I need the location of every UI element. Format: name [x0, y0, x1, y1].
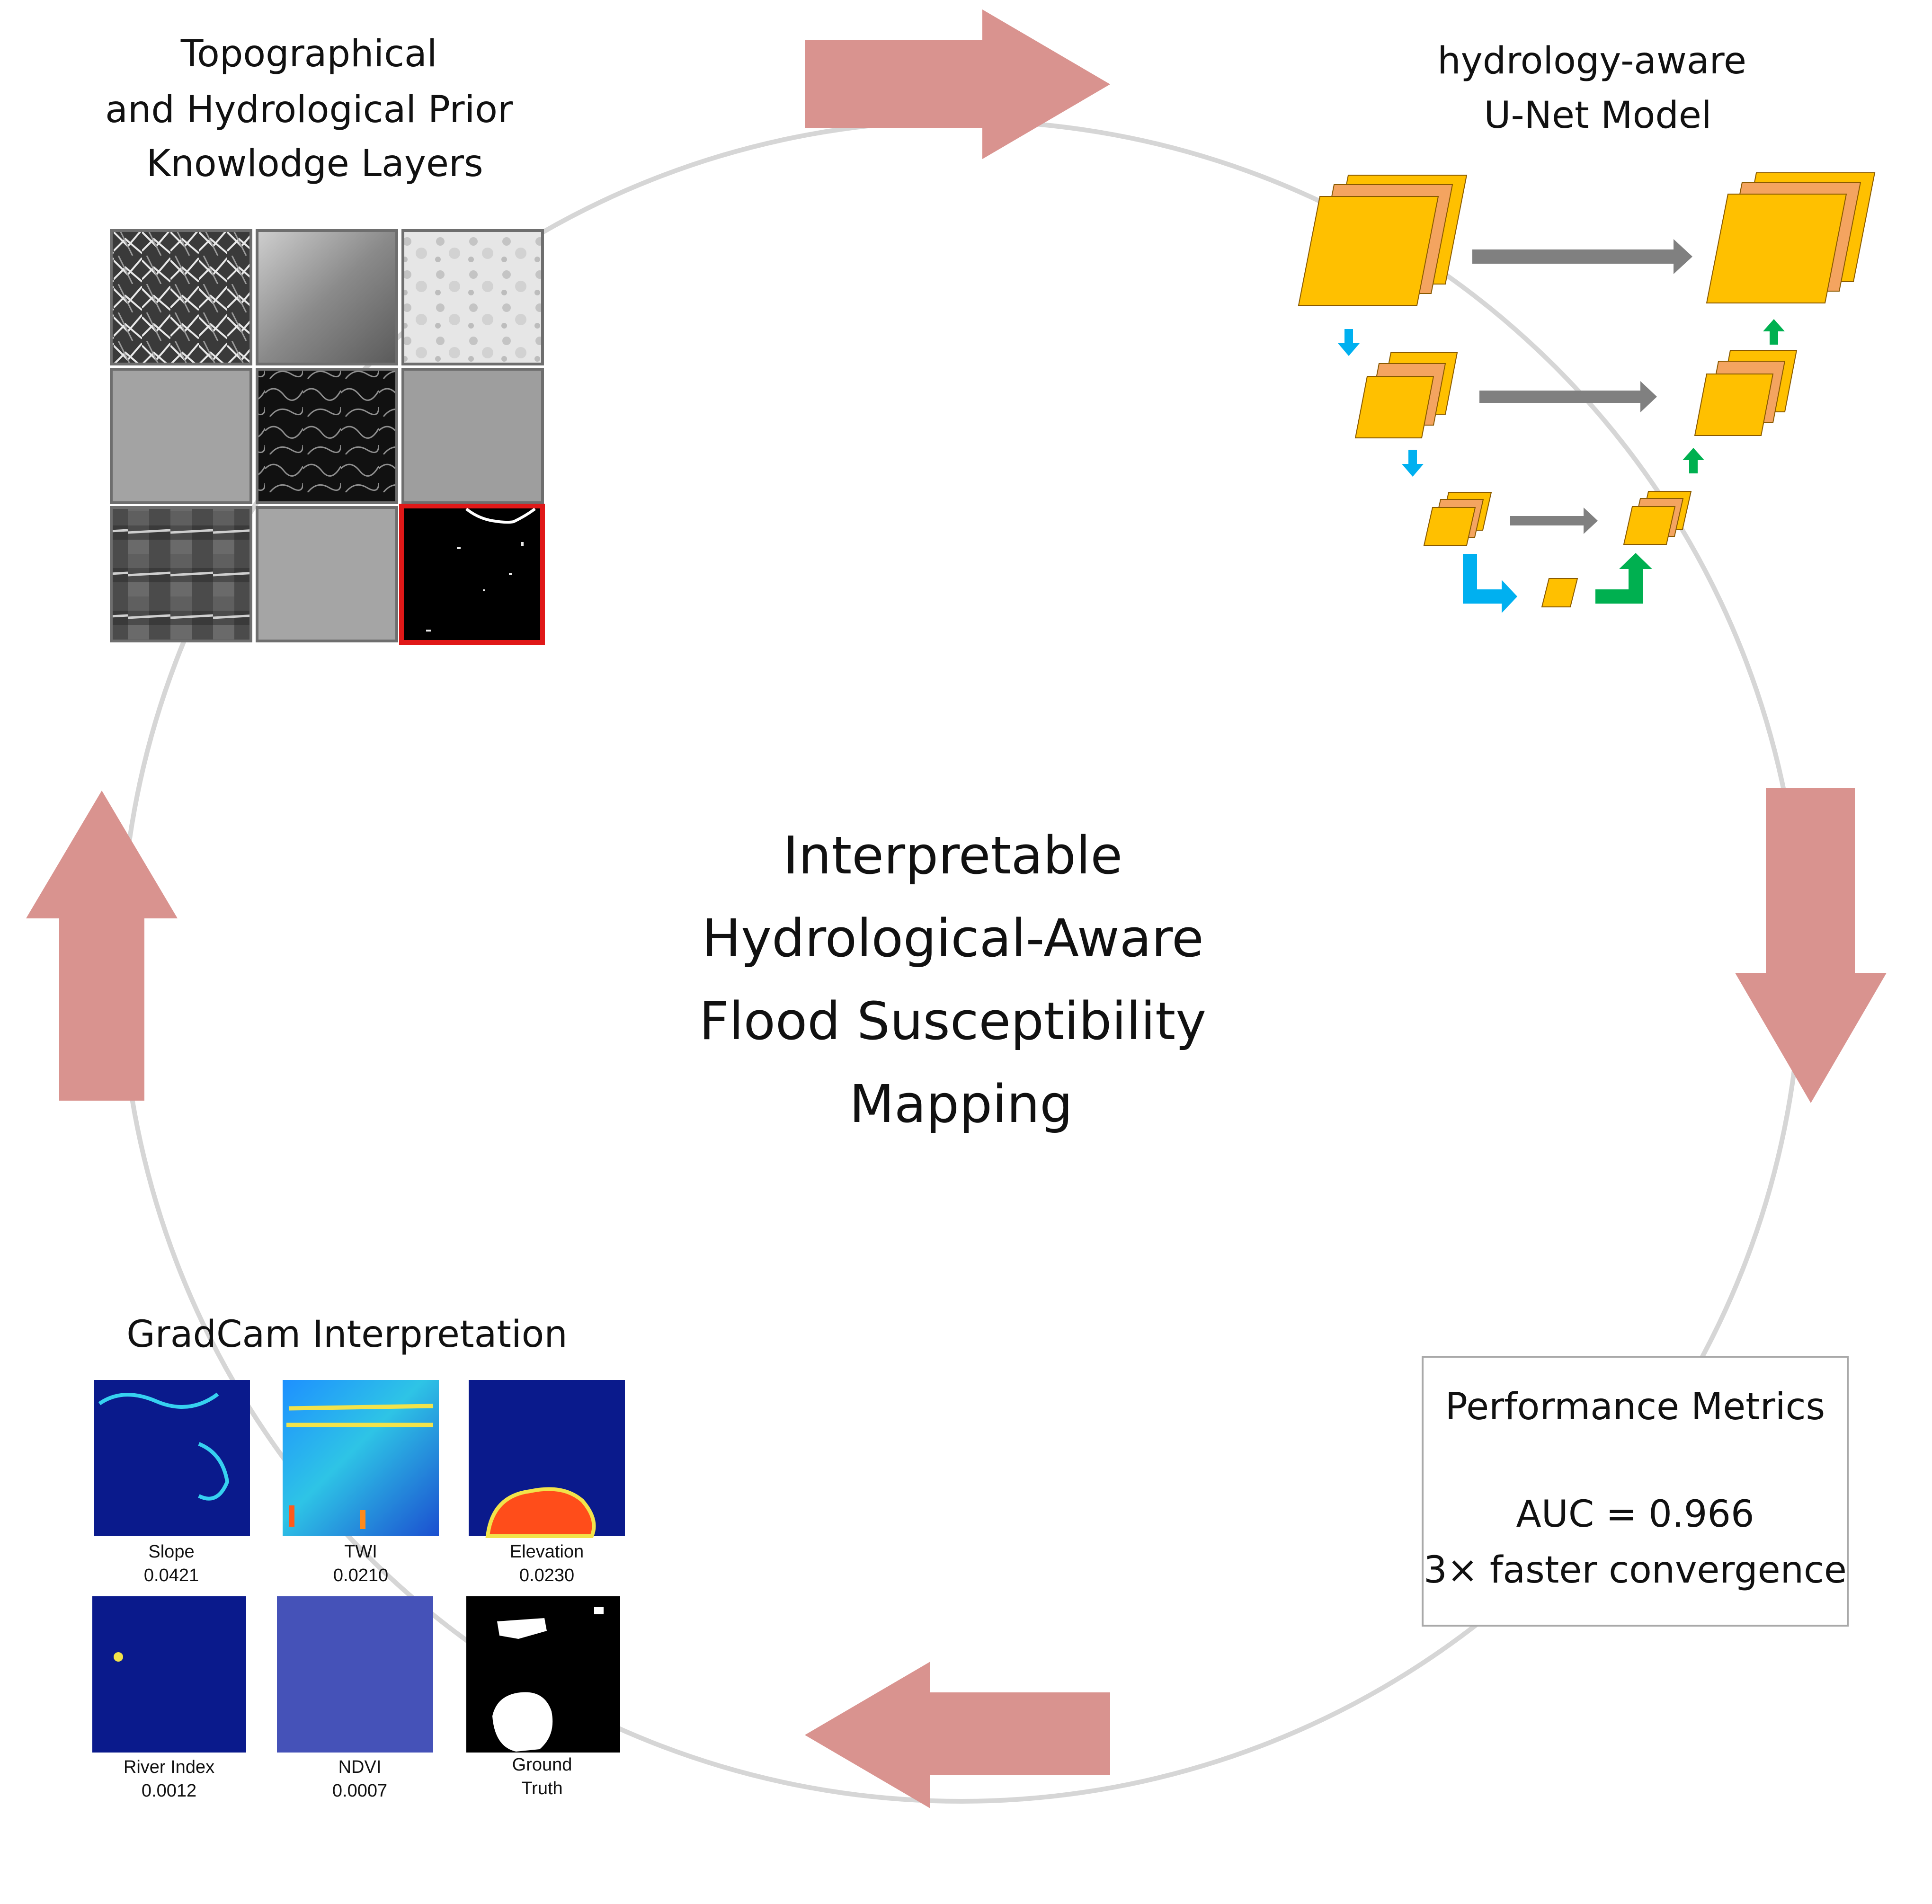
layer-tile-spi — [256, 506, 398, 642]
skip-connection-arrow — [1472, 239, 1692, 274]
gradcam-map-slope — [94, 1380, 250, 1536]
encoder-block — [1354, 376, 1434, 438]
prior-knowledge-title: Topographical and Hydrological Prior Kno… — [105, 33, 525, 185]
center-title: Interpretable Hydrological-Aware Flood S… — [699, 825, 1223, 1134]
bottleneck-block — [1541, 578, 1578, 607]
layer-tile-roughness — [401, 229, 544, 365]
decoder-block — [1623, 506, 1676, 545]
layer-tile-elevation — [256, 229, 398, 365]
prior-knowledge-title-line: and Hydrological Prior — [105, 89, 513, 131]
cycle-arrow-bottom — [805, 1662, 1110, 1808]
gradcam-hotspot — [286, 1404, 434, 1427]
gradcam-label-name: Ground — [512, 1755, 572, 1775]
layer-tile-aspect — [401, 368, 544, 504]
upsample-arrow — [1763, 319, 1785, 345]
gradcam-label-name: River Index — [124, 1757, 214, 1777]
gradcam-label-name: Slope — [148, 1542, 194, 1562]
gradcam-label-score: 0.0230 — [519, 1566, 574, 1585]
downsample-arrow — [1338, 329, 1360, 356]
layer-tile-landcover — [110, 506, 252, 642]
prior-knowledge-panel: Topographical and Hydrological Prior Kno… — [105, 33, 545, 645]
gradcam-map-ndvi — [277, 1596, 433, 1753]
river-line — [465, 507, 536, 524]
cycle-arrow-left — [26, 791, 178, 1101]
gradcam-hotspot — [289, 1505, 294, 1527]
ground-truth-flood-area — [594, 1607, 604, 1614]
metrics-box — [1422, 1356, 1849, 1627]
metrics-title: Performance Metrics — [1445, 1386, 1825, 1428]
gradcam-hotspot — [98, 1392, 230, 1501]
cycle-arrow-top — [805, 9, 1110, 159]
unet-title-line: U-Net Model — [1484, 94, 1711, 137]
unet-title-line: hydrology-aware — [1437, 40, 1746, 82]
layer-tile-slope — [110, 229, 252, 365]
layer-tile-flow — [256, 368, 398, 504]
performance-metrics-panel: Performance Metrics AUC = 0.966 3× faste… — [1422, 1356, 1849, 1627]
ground-truth-flood-area — [492, 1692, 553, 1752]
unet-title: hydrology-aware U-Net Model — [1437, 40, 1758, 137]
prior-knowledge-title-line: Topographical — [180, 33, 437, 75]
metrics-auc: AUC = 0.966 — [1516, 1493, 1754, 1536]
gradcam-map-river-index — [92, 1596, 246, 1753]
cycle-arrow-right — [1735, 788, 1887, 1103]
gradcam-hotspot — [114, 1652, 123, 1662]
encoder-block — [1423, 507, 1476, 546]
gradcam-hotspot — [485, 1487, 596, 1538]
center-title-line: Mapping — [849, 1074, 1073, 1134]
decoder-block — [1694, 374, 1774, 436]
gradcam-label-score: 0.0210 — [333, 1566, 388, 1585]
layer-tile-river-mask — [399, 504, 545, 645]
center-title-line: Hydrological-Aware — [702, 908, 1203, 969]
gradcam-label-score: Truth — [521, 1779, 562, 1798]
river-mask-spots — [426, 542, 524, 632]
gradcam-title: GradCam Interpretation — [126, 1313, 568, 1356]
skip-connection-arrow — [1510, 507, 1598, 534]
gradcam-hotspot — [360, 1510, 365, 1529]
upsample-arrow — [1683, 448, 1704, 473]
prior-knowledge-title-line: Knowlodge Layers — [146, 142, 483, 185]
gradcam-label-score: 0.0421 — [144, 1566, 199, 1585]
layer-tile-curvature — [110, 368, 252, 504]
gradcam-label-name: NDVI — [338, 1757, 382, 1777]
center-title-line: Flood Susceptibility — [699, 991, 1206, 1051]
decoder-block — [1706, 194, 1847, 303]
encoder-block — [1298, 196, 1439, 306]
upsample-corner-arrow — [1595, 553, 1652, 604]
gradcam-label-name: TWI — [344, 1542, 377, 1562]
gradcam-panel: GradCam Interpretation Slope 0.0421 TWI … — [92, 1313, 625, 1801]
gradcam-label-score: 0.0012 — [142, 1781, 196, 1801]
downsample-corner-arrow — [1463, 554, 1517, 613]
metrics-convergence: 3× faster convergence — [1424, 1549, 1847, 1592]
skip-connection-arrow — [1479, 381, 1657, 412]
downsample-arrow — [1402, 450, 1424, 477]
ground-truth-flood-area — [497, 1618, 547, 1639]
gradcam-label-name: Elevation — [510, 1542, 584, 1562]
center-title-line: Interpretable — [783, 825, 1122, 886]
unet-model: hydrology-aware U-Net Model — [1298, 40, 1876, 613]
gradcam-label-score: 0.0007 — [332, 1781, 387, 1801]
